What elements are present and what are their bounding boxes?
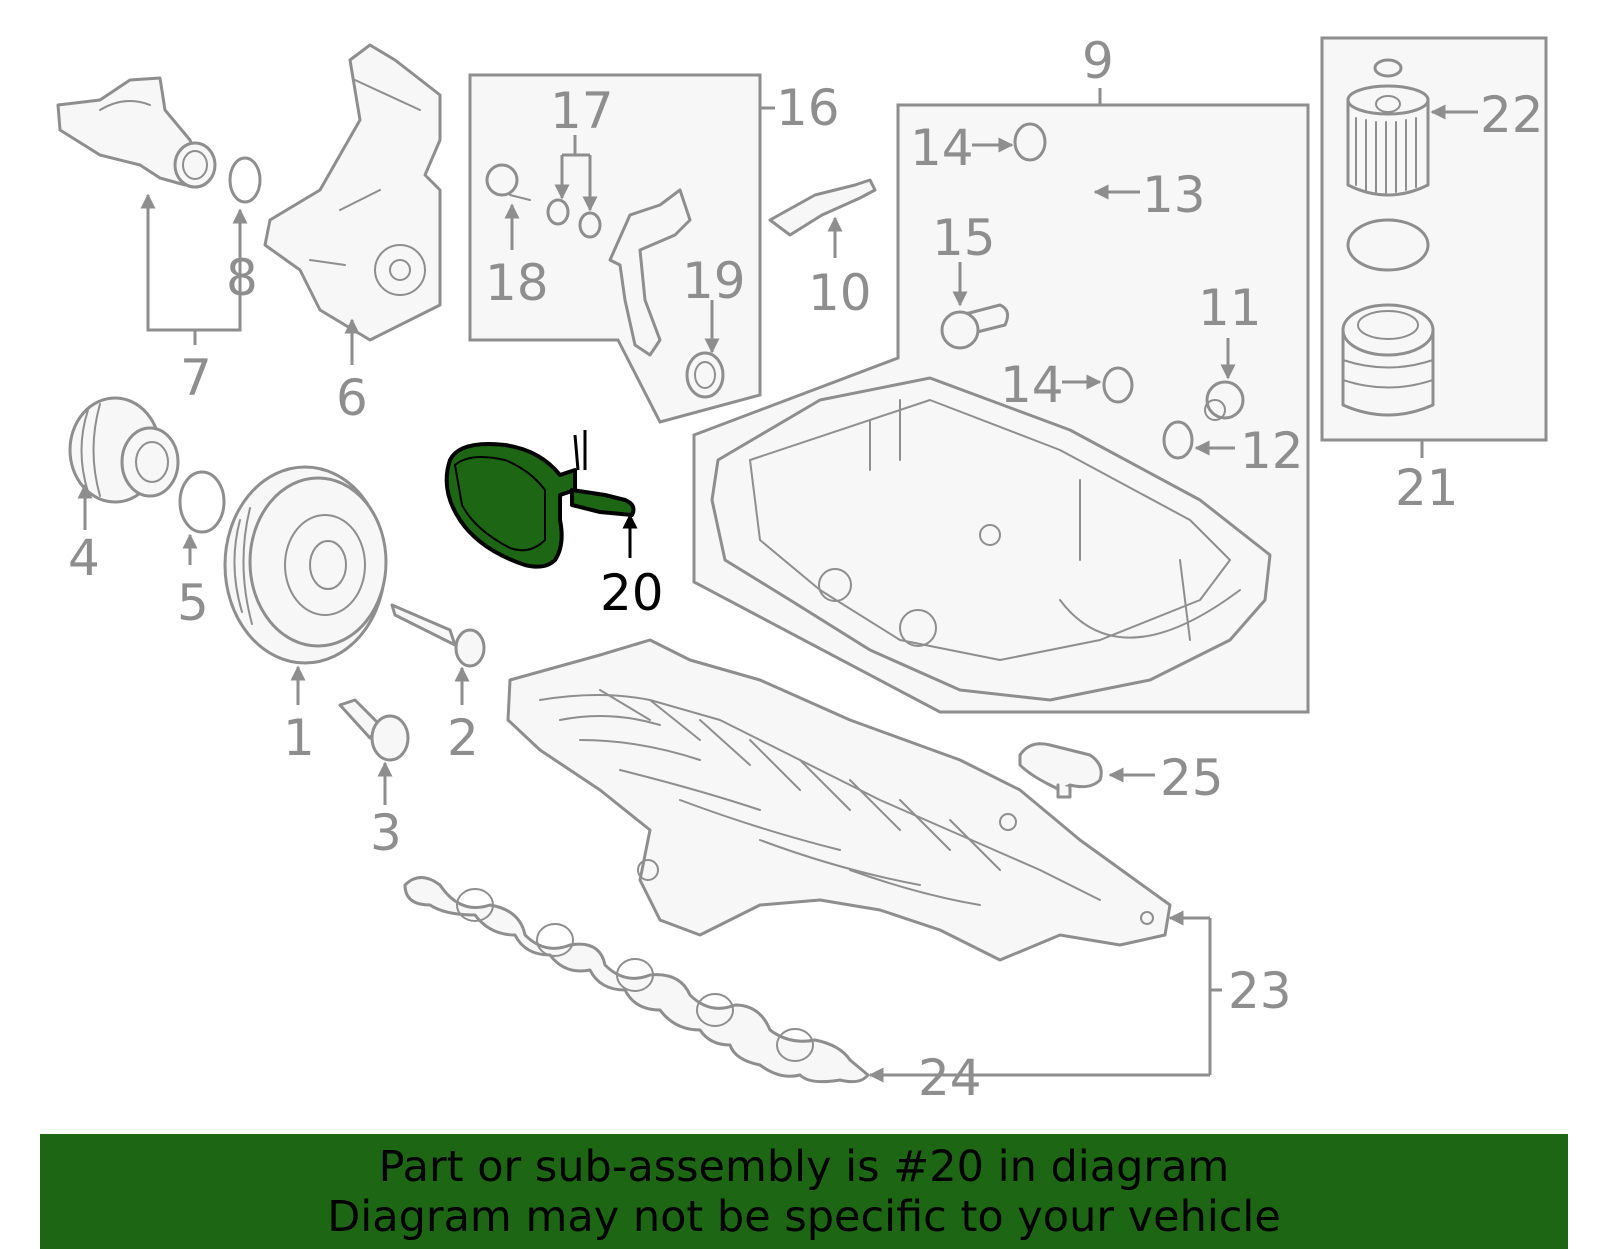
callout-25: 25 bbox=[1160, 749, 1224, 807]
callout-22: 22 bbox=[1480, 86, 1544, 144]
part-24-manifold-gasket[interactable] bbox=[403, 876, 870, 1084]
part-20-hose-assembly[interactable] bbox=[444, 430, 636, 569]
part-13-hose[interactable] bbox=[1035, 157, 1177, 370]
banner-line-1: Part or sub-assembly is #20 in diagram bbox=[378, 1142, 1230, 1192]
part-2-bolt[interactable] bbox=[390, 603, 486, 668]
info-banner: Part or sub-assembly is #20 in diagram D… bbox=[40, 1134, 1568, 1249]
part-12-o-ring[interactable] bbox=[1162, 420, 1194, 460]
callout-7: 7 bbox=[180, 349, 212, 407]
callout-3: 3 bbox=[370, 804, 402, 862]
part-7-thermostat-housing[interactable] bbox=[56, 76, 217, 189]
callout-5: 5 bbox=[177, 574, 209, 632]
callout-12: 12 bbox=[1240, 422, 1304, 480]
part-17-o-ring-a[interactable] bbox=[546, 198, 570, 226]
part-22-filter-element[interactable] bbox=[1346, 58, 1430, 197]
callout-18: 18 bbox=[485, 254, 549, 312]
callout-13: 13 bbox=[1142, 166, 1206, 224]
callout-2: 2 bbox=[447, 709, 479, 767]
banner-line-2: Diagram may not be specific to your vehi… bbox=[327, 1192, 1281, 1242]
part-23-intake-manifold[interactable] bbox=[506, 638, 1172, 962]
callout-24: 24 bbox=[918, 1049, 982, 1107]
part-5-o-ring[interactable] bbox=[178, 470, 226, 534]
part-10-sealant-tube[interactable] bbox=[768, 178, 877, 237]
callout-16: 16 bbox=[776, 79, 840, 137]
part-14-o-ring-b[interactable] bbox=[1102, 366, 1134, 404]
callout-21: 21 bbox=[1395, 459, 1459, 517]
callout-14b: 14 bbox=[1000, 356, 1064, 414]
leader-23 bbox=[1170, 918, 1222, 1075]
callout-14a: 14 bbox=[910, 119, 974, 177]
callout-11: 11 bbox=[1198, 279, 1262, 337]
callout-17: 17 bbox=[550, 82, 614, 140]
leader-17 bbox=[560, 135, 590, 210]
callout-15: 15 bbox=[932, 209, 996, 267]
part-25-map-sensor[interactable] bbox=[1018, 742, 1103, 799]
part-1-crankshaft-pulley[interactable] bbox=[223, 465, 388, 665]
part-4-idler-pulley[interactable] bbox=[68, 396, 180, 504]
part-8-o-ring[interactable] bbox=[228, 156, 262, 204]
part-14-o-ring-a[interactable] bbox=[1013, 122, 1047, 162]
callout-9: 9 bbox=[1082, 32, 1114, 90]
callout-23: 23 bbox=[1228, 962, 1292, 1020]
callout-1: 1 bbox=[283, 709, 315, 767]
part-3-bolt[interactable] bbox=[338, 698, 410, 762]
part-21-filter-o-ring[interactable] bbox=[1346, 218, 1430, 272]
part-18-sensor[interactable] bbox=[485, 163, 531, 201]
part-11-plug[interactable] bbox=[1204, 380, 1245, 421]
part-15-bolt[interactable] bbox=[940, 303, 1010, 350]
callout-20: 20 bbox=[600, 564, 664, 622]
callout-8: 8 bbox=[226, 249, 258, 307]
callout-4: 4 bbox=[68, 529, 100, 587]
part-9-oil-pan[interactable] bbox=[710, 376, 1272, 702]
callout-10: 10 bbox=[808, 264, 872, 322]
part-21-filter-cap[interactable] bbox=[1341, 303, 1435, 417]
callout-6: 6 bbox=[336, 369, 368, 427]
part-6-timing-cover[interactable] bbox=[263, 43, 442, 342]
callout-19: 19 bbox=[682, 252, 746, 310]
